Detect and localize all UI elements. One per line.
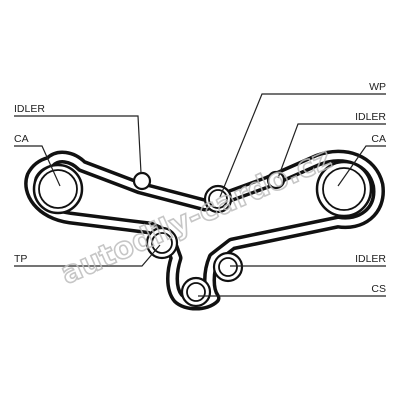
leader-ca-right [337,145,386,187]
idler-pulley-top-left [132,171,152,191]
leader-wp [219,93,386,198]
leader-idler-top-left [14,115,142,174]
crankshaft-pulley [180,276,212,308]
leader-ca-left [14,145,61,187]
label-wp: WP [369,81,386,93]
label-tp: TP [14,253,27,265]
water-pump-pulley [203,184,233,214]
leader-lines [14,93,386,297]
label-ca-left: CA [14,133,29,145]
idler-pulley-bottom-right [212,251,244,283]
leader-idler-top-right [277,123,386,179]
camshaft-pulley-right [315,160,373,218]
label-idler-bottom-right: IDLER [355,253,386,265]
label-ca-right: CA [371,133,386,145]
label-idler-top-right: IDLER [355,111,386,123]
idler-pulley-top-right [266,170,286,190]
label-idler-top-left: IDLER [14,103,45,115]
label-cs: CS [371,283,386,295]
camshaft-pulley-left [32,163,84,215]
leader-tp [14,244,161,267]
